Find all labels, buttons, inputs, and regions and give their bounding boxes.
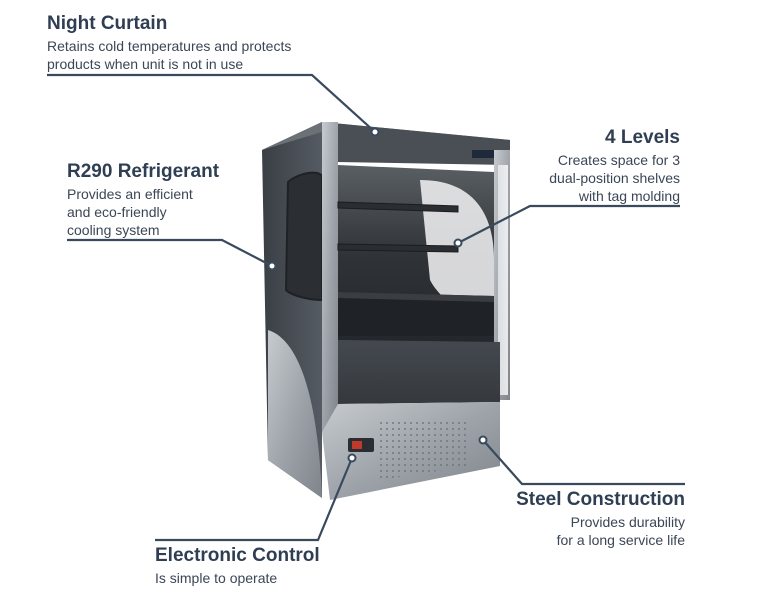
- control-dot: [347, 453, 357, 463]
- night-curtain-title: Night Curtain: [47, 13, 168, 34]
- steel-title: Steel Construction: [516, 489, 685, 510]
- control-description: Is simple to operate: [155, 570, 278, 586]
- levels-description: Creates space for 3 dual-position shelve…: [549, 152, 680, 204]
- control-leader: [155, 457, 354, 542]
- steel-callout: Steel Construction Provides durability f…: [516, 489, 685, 549]
- night-curtain-description: Retains cold temperatures and protects p…: [47, 38, 292, 72]
- night-curtain-dot: [370, 127, 380, 137]
- night-curtain-leader: [47, 73, 376, 133]
- levels-title: 4 Levels: [605, 127, 680, 148]
- control-callout: Electronic Control Is simple to operate: [155, 545, 320, 587]
- levels-callout: 4 Levels Creates space for 3 dual-positi…: [549, 127, 680, 205]
- refrigerant-leader: [67, 238, 273, 267]
- refrigerant-dot: [267, 261, 277, 271]
- steel-leader: [482, 439, 685, 486]
- levels-dot: [453, 238, 463, 248]
- steel-description: Provides durability for a long service l…: [556, 514, 685, 548]
- refrigerant-description: Provides an efficient and eco-friendly c…: [67, 186, 193, 238]
- levels-leader: [457, 204, 680, 244]
- control-title: Electronic Control: [155, 545, 320, 566]
- steel-dot: [478, 435, 488, 445]
- night-curtain-callout: Night Curtain Retains cold temperatures …: [47, 13, 291, 73]
- refrigerant-title: R290 Refrigerant: [67, 161, 220, 182]
- refrigerant-callout: R290 Refrigerant Provides an efficient a…: [67, 161, 219, 239]
